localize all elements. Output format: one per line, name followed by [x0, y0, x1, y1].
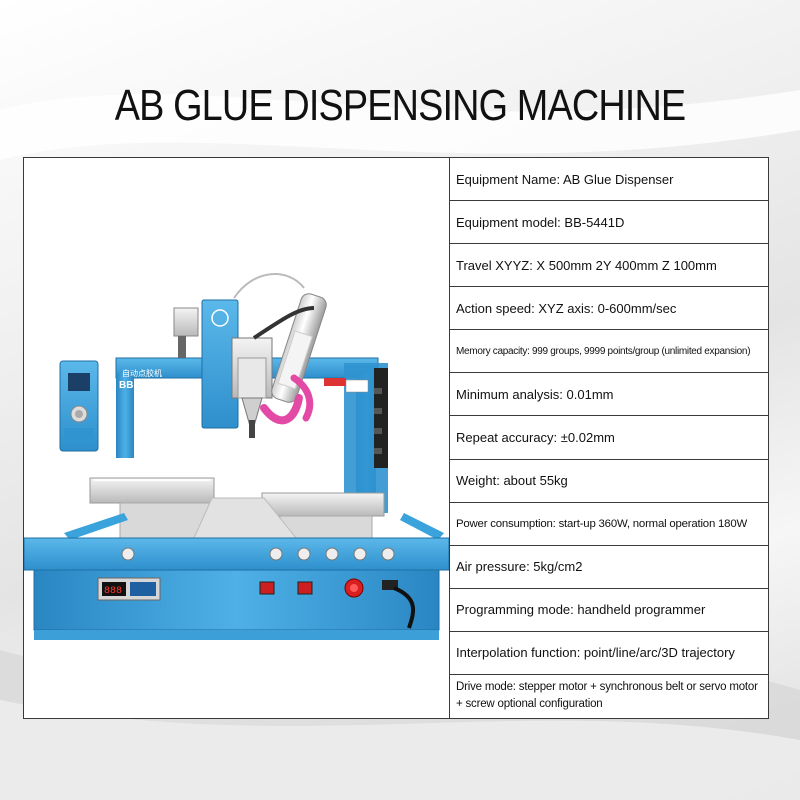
- spec-travel: Travel XYYZ: X 500mm 2Y 400mm Z 100mm: [450, 244, 768, 288]
- spec-table: Equipment Name: AB Glue Dispenser Equipm…: [449, 158, 768, 718]
- control-box: [59, 360, 99, 452]
- display-readout: 888: [104, 586, 122, 597]
- page-title: AB GLUE DISPENSING MACHINE: [114, 81, 686, 131]
- spec-weight: Weight: about 55kg: [450, 460, 768, 503]
- work-table-left: [89, 477, 215, 539]
- machine-base: 888: [23, 537, 450, 640]
- spec-equipment-name: Equipment Name: AB Glue Dispenser: [450, 158, 768, 202]
- spec-minimum-analysis: Minimum analysis: 0.01mm: [450, 373, 768, 417]
- product-image: 自动点胶机 BB-5441D: [23, 158, 450, 718]
- spec-interpolation-function: Interpolation function: point/line/arc/3…: [450, 632, 768, 675]
- spec-drive-mode: Drive mode: stepper motor + synchronous …: [456, 680, 758, 710]
- dispensing-head: [173, 273, 327, 438]
- spec-power-consumption: Power consumption: start-up 360W, normal…: [450, 503, 768, 546]
- spec-air-pressure: Air pressure: 5kg/cm2: [450, 546, 768, 589]
- gantry-frame: [115, 357, 388, 513]
- spec-programming-mode: Programming mode: handheld programmer: [450, 589, 768, 632]
- spec-memory-capacity: Memory capacity: 999 groups, 9999 points…: [450, 330, 768, 374]
- spec-equipment-model: Equipment model: BB-5441D: [450, 201, 768, 245]
- model-badge: BB-5441D: [119, 380, 166, 391]
- spec-action-speed: Action speed: XYZ axis: 0-600mm/sec: [450, 287, 768, 331]
- spec-frame: 自动点胶机 BB-5441D: [23, 157, 769, 719]
- spec-repeat-accuracy: Repeat accuracy: ±0.02mm: [450, 416, 768, 460]
- chinese-badge: 自动点胶机: [122, 368, 162, 378]
- glue-dispensing-machine-illustration: 自动点胶机 BB-5441D: [23, 273, 450, 640]
